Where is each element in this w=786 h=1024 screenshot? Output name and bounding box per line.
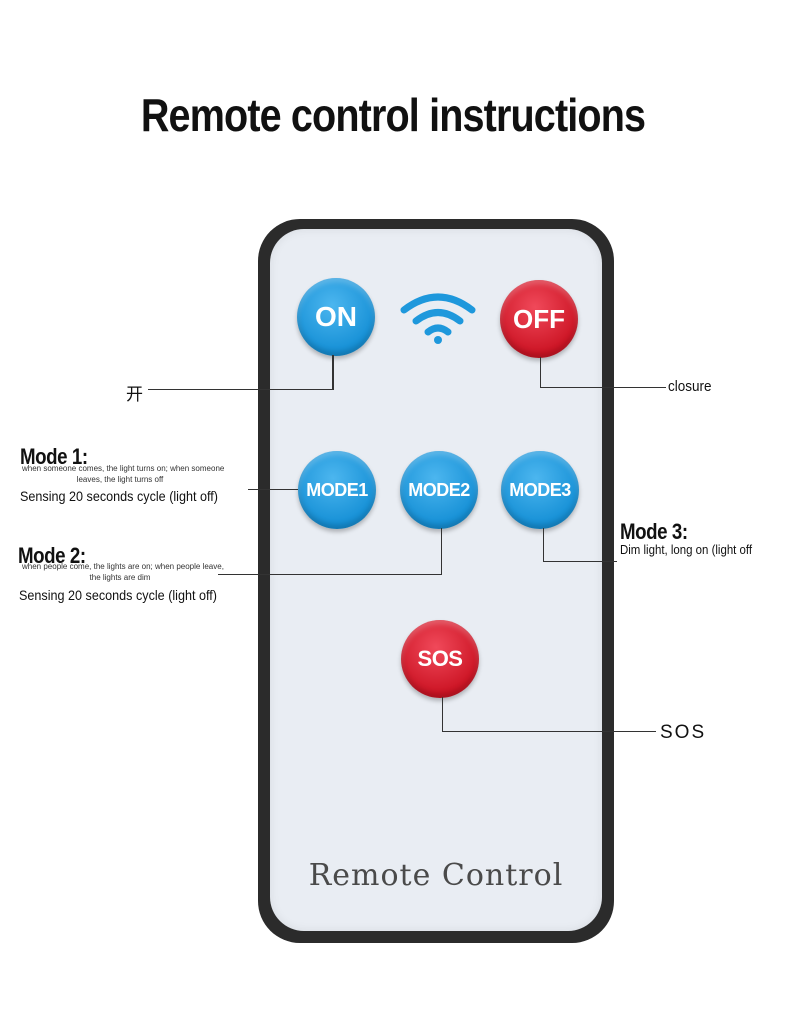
mode2-detail-line1: when people come, the lights are on; whe… (22, 562, 224, 571)
off-button[interactable]: OFF (500, 280, 578, 358)
mode1-button[interactable]: MODE1 (298, 451, 376, 529)
mode2-button[interactable]: MODE2 (400, 451, 478, 529)
mode2-detail: when people come, the lights are on; whe… (22, 561, 224, 583)
page-title: Remote control instructions (140, 89, 646, 141)
sos-button[interactable]: SOS (401, 620, 479, 698)
sos-callout-line-v (442, 697, 443, 732)
sos-callout-line-h (442, 731, 656, 732)
mode1-callout-line (248, 489, 298, 490)
off-callout-line-v (540, 357, 541, 388)
on-callout-line-h (148, 389, 334, 390)
mode1-summary: Sensing 20 seconds cycle (light off) (20, 488, 218, 504)
wifi-signal-icon (400, 293, 476, 344)
mode3-button[interactable]: MODE3 (501, 451, 579, 529)
mode3-heading: Mode 3: (620, 519, 688, 544)
mode1-detail-line1: when someone comes, the light turns on; … (22, 464, 225, 473)
mode2-summary: Sensing 20 seconds cycle (light off) (19, 587, 217, 603)
mode2-callout-line-h (218, 574, 442, 575)
on-callout-line-v (332, 355, 334, 390)
mode3-callout-line-v (543, 528, 544, 562)
sos-callout-label: SOS (660, 722, 707, 743)
mode1-detail-line2: leaves, the light turns off (76, 475, 164, 484)
mode2-heading: Mode 2: (18, 543, 86, 568)
mode1-heading: Mode 1: (20, 444, 88, 469)
remote-brand-label: Remote Control (308, 858, 564, 893)
on-callout-label: 开 (126, 385, 143, 404)
off-callout-label: closure (668, 378, 712, 395)
mode3-callout-line-h (543, 561, 617, 562)
on-button[interactable]: ON (297, 278, 375, 356)
mode2-detail-line2: the lights are dim (89, 573, 151, 582)
mode1-detail: when someone comes, the light turns on; … (22, 463, 225, 485)
off-callout-line-h (540, 387, 666, 388)
mode2-callout-line-v (441, 528, 442, 575)
mode3-summary: Dim light, long on (light off (620, 542, 753, 557)
